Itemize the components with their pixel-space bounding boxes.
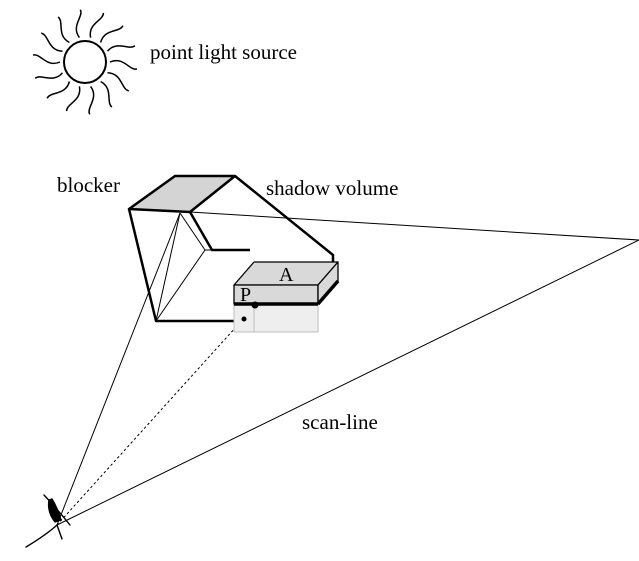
sun-ray: [106, 45, 136, 52]
sun-ray: [40, 32, 63, 52]
point-p-marker: [251, 301, 259, 309]
view-rays: [56, 211, 639, 526]
point-p-label: P: [240, 284, 251, 306]
view-ray-to-p: [56, 305, 256, 526]
light-source-label: point light source: [150, 40, 297, 64]
object-a-box: [233, 261, 340, 333]
sun-ray: [46, 81, 71, 99]
blocker-label: blocker: [57, 173, 120, 197]
sun-ray: [107, 72, 130, 92]
sun-ray: [34, 72, 64, 79]
object-a-label: A: [279, 264, 294, 286]
scan-line-label: scan-line: [302, 410, 378, 434]
sun-ray: [100, 80, 113, 108]
point-p-projection-marker: [241, 316, 247, 322]
sun-ray: [65, 86, 81, 112]
sun-ray: [32, 54, 61, 65]
sun-icon: [32, 9, 138, 115]
sun-ray: [89, 12, 105, 38]
scan-line-lower-ray: [56, 239, 639, 526]
sun-ray: [57, 16, 70, 44]
shadow-volume-label: shadow volume: [266, 176, 398, 200]
sun-ray: [88, 85, 95, 115]
sun-ray: [99, 25, 124, 43]
view-ray-left: [56, 212, 181, 526]
scan-line-upper-ray: [189, 211, 639, 241]
sun-ray: [109, 59, 138, 70]
sun-ray: [75, 9, 82, 39]
blocker-quad: [127, 174, 237, 214]
eye-icon: [25, 494, 71, 548]
